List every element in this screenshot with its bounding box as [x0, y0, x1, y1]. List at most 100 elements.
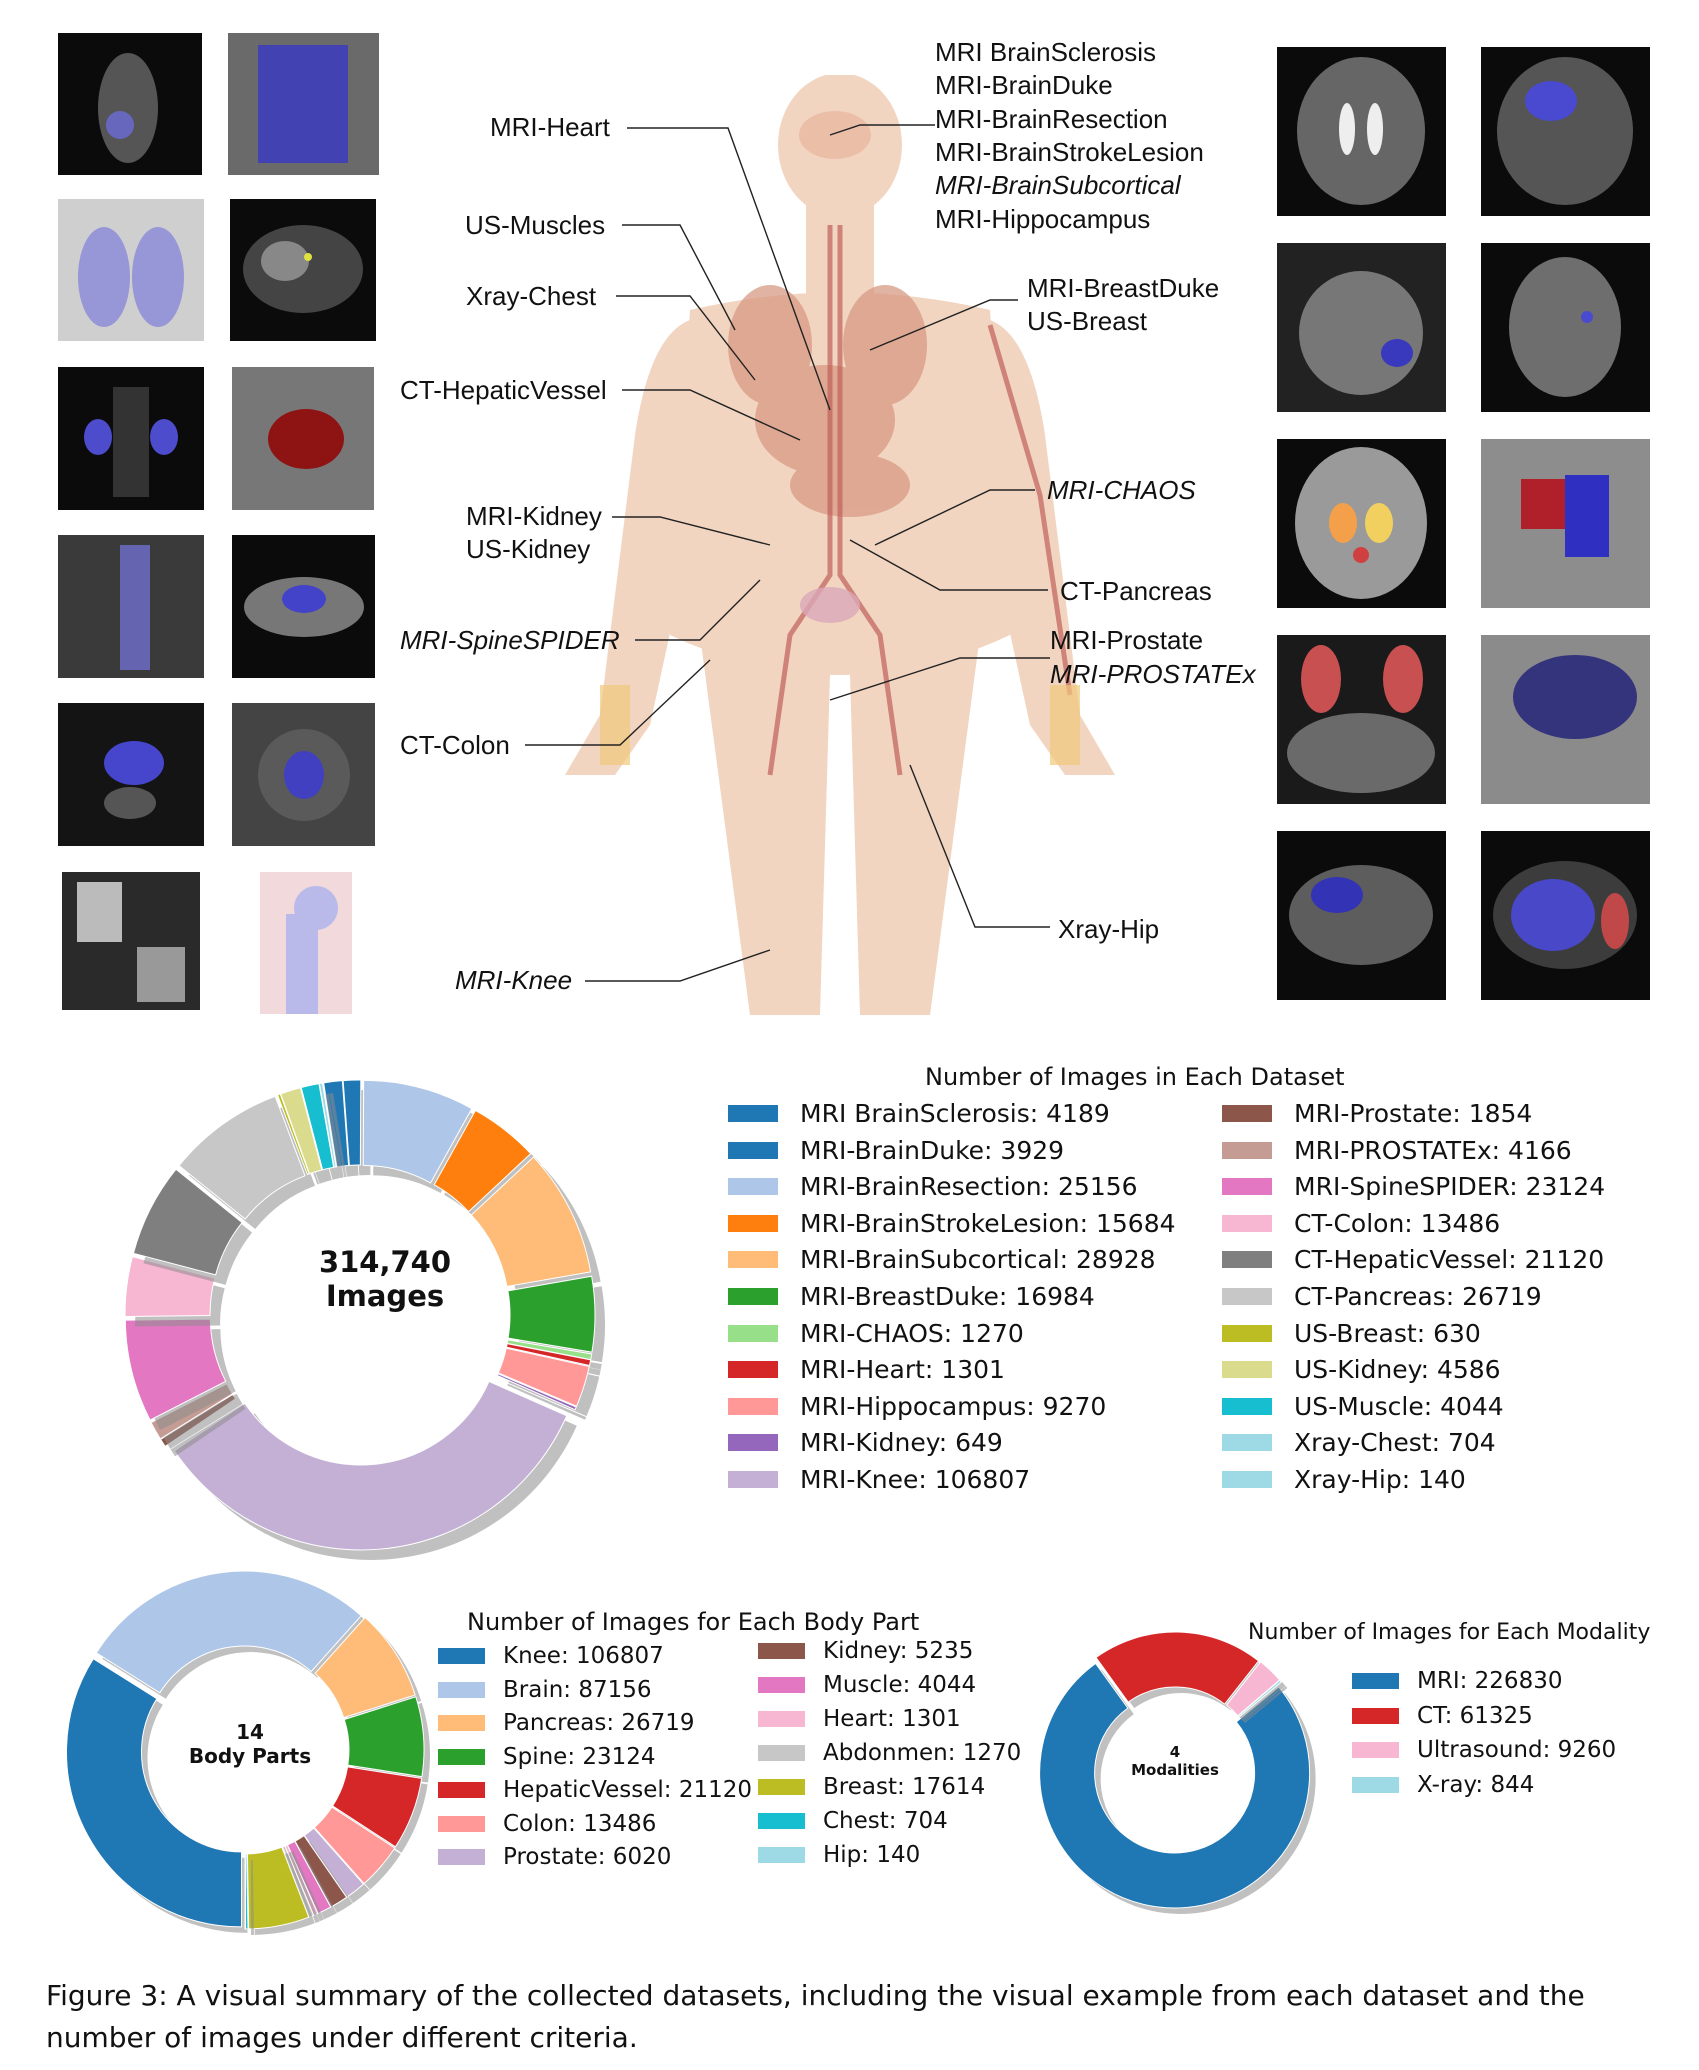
- label-xray-chest: Xray-Chest: [466, 281, 597, 311]
- modality-legend-label: X-ray: 844: [1417, 1771, 1535, 1798]
- dataset-shadow-12: [161, 1393, 243, 1449]
- modality-legend-label: Ultrasound: 9260: [1417, 1737, 1617, 1763]
- dataset-legend-swatch: [1222, 1434, 1272, 1452]
- bodypart-slice-pancreas: [314, 1616, 416, 1719]
- dataset-slice-mri-knee: [173, 1380, 568, 1551]
- dataset-legend-item: US-Muscle: 4044: [1222, 1392, 1504, 1421]
- dataset-legend-label: CT-HepaticVessel: 21120: [1294, 1245, 1605, 1275]
- dataset-legend-label: MRI-BrainResection: 25156: [800, 1172, 1138, 1202]
- thumb-mri-brainduke: [1481, 47, 1650, 216]
- thumb-mri-brainsclerosis: [1277, 47, 1446, 216]
- modality-legend-item: Ultrasound: 9260: [1352, 1737, 1616, 1763]
- thumb-mri-brainresection: [1277, 243, 1446, 412]
- thumb-us-kidney: [232, 367, 374, 510]
- thumb-ct-pancreas: [1277, 831, 1446, 1000]
- dataset-legend-swatch: [728, 1361, 778, 1379]
- bodypart-legend-item: Abdonmen: 1270: [758, 1740, 1021, 1766]
- dataset-legend-item: CT-Colon: 13486: [1222, 1209, 1500, 1238]
- bodypart-legend-item: Breast: 17614: [758, 1774, 985, 1800]
- dataset-legend-swatch: [1222, 1361, 1272, 1379]
- bodypart-legend-label: Pancreas: 26719: [503, 1710, 695, 1736]
- dataset-legend-label: MRI-SpineSPIDER: 23124: [1294, 1172, 1606, 1202]
- dataset-legend-item: Xray-Hip: 140: [1222, 1465, 1466, 1494]
- modality-legend-item: MRI: 226830: [1352, 1668, 1562, 1694]
- dataset-legend-swatch: [1222, 1251, 1272, 1269]
- label-mri-brainsclerosis: MRI BrainSclerosis: [935, 37, 1157, 67]
- bodypart-legend-swatch: [438, 1681, 485, 1698]
- bodypart-slice-knee: [65, 1658, 242, 1928]
- modality-legend-swatch: [1352, 1776, 1399, 1793]
- modality-slice-x-ray: [1237, 1679, 1283, 1718]
- label-us-muscles: US-Muscles: [465, 210, 606, 240]
- dataset-legend-swatch: [728, 1141, 778, 1159]
- dataset-legend-item: MRI-BrainDuke: 3929: [728, 1136, 1064, 1165]
- label-ct-pancreas: CT-Pancreas: [1060, 576, 1212, 606]
- dataset-legend-label: MRI-Heart: 1301: [800, 1355, 1005, 1385]
- bodypart-legend-label: Prostate: 6020: [503, 1844, 672, 1870]
- thumb-mri-prostate: [58, 703, 204, 846]
- dataset-legend-label: MRI-BrainSubcortical: 28928: [800, 1245, 1156, 1275]
- dataset-legend-label: CT-Pancreas: 26719: [1294, 1282, 1542, 1311]
- modality-legend-item: X-ray: 844: [1352, 1772, 1534, 1798]
- dataset-legend-item: US-Kidney: 4586: [1222, 1355, 1501, 1384]
- bodypart-legend-item: Kidney: 5235: [758, 1638, 973, 1664]
- label-mri-brainstrokelesion: MRI-BrainStrokeLesion: [935, 137, 1204, 167]
- dataset-legend-swatch: [1222, 1141, 1272, 1159]
- label-mri-chaos: MRI-CHAOS: [1047, 475, 1196, 505]
- label-mri-heart: MRI-Heart: [490, 112, 610, 142]
- bodypart-legend-swatch: [758, 1813, 805, 1829]
- dataset-slice-mri-breastduke: [507, 1275, 596, 1353]
- dataset-legend-item: MRI-BrainSubcortical: 28928: [728, 1245, 1156, 1274]
- dataset-slice-mri-brainsubcortical: [470, 1156, 592, 1288]
- dataset-legend-label: US-Breast: 630: [1294, 1318, 1481, 1348]
- bodypart-legend-swatch: [438, 1748, 485, 1765]
- dataset-legend-swatch: [1222, 1214, 1272, 1232]
- dataset-legend-label: Xray-Chest: 704: [1294, 1428, 1496, 1458]
- dataset-legend-swatch: [728, 1471, 778, 1488]
- dataset-legend-label: MRI-Kidney: 649: [800, 1428, 1003, 1458]
- datasets-legend-title: Number of Images in Each Dataset: [925, 1063, 1345, 1091]
- label-mri-breastduke: MRI-BreastDuke: [1027, 273, 1220, 303]
- bodypart-slice-spine: [343, 1696, 425, 1778]
- bodypart-legend-item: Brain: 87156: [438, 1677, 652, 1703]
- dataset-legend-label: US-Kidney: 4586: [1294, 1355, 1501, 1385]
- modality-legend-label: CT: 61325: [1417, 1702, 1533, 1729]
- dataset-legend-item: MRI-PROSTATEx: 4166: [1222, 1136, 1572, 1165]
- dataset-shadow-9: [507, 1383, 587, 1420]
- dataset-shadow-20: [329, 1093, 347, 1178]
- callout-lines: [525, 124, 1050, 982]
- bodyparts-total-unit: Body Parts: [188, 1744, 312, 1768]
- bodypart-legend-item: Hip: 140: [758, 1842, 920, 1868]
- bodypart-legend-item: Prostate: 6020: [438, 1844, 671, 1870]
- datasets-donut-chart: [124, 1079, 605, 1560]
- thumb-us-muscles: [228, 33, 379, 175]
- dataset-legend-item: MRI-Hippocampus: 9270: [728, 1392, 1106, 1421]
- thumb-mri-hippocampus: [1481, 439, 1650, 608]
- dataset-legend-swatch: [728, 1397, 778, 1415]
- dataset-legend-item: MRI-Prostate: 1854: [1222, 1099, 1532, 1128]
- bodyparts-donut-chart: [65, 1570, 430, 1935]
- label-ct-hepaticvessel: CT-HepaticVessel: [400, 375, 607, 405]
- thumb-ct-colon: [232, 535, 375, 678]
- modality-shadow-3: [1244, 1686, 1288, 1724]
- thumb-xray-hip: [260, 872, 352, 1014]
- dataset-shadow-21: [332, 1092, 347, 1177]
- bodypart-slice-brain: [95, 1570, 362, 1694]
- dataset-legend-swatch: [728, 1434, 778, 1452]
- bodypart-legend-swatch: [438, 1782, 485, 1798]
- datasets-center-label: 314,740 Images: [265, 1245, 505, 1313]
- dataset-legend-label: MRI-Prostate: 1854: [1294, 1099, 1533, 1128]
- dataset-legend-item: CT-HepaticVessel: 21120: [1222, 1245, 1604, 1274]
- dataset-legend-swatch: [728, 1105, 778, 1122]
- thumb-mri-knee: [62, 872, 200, 1010]
- bodypart-legend-item: Heart: 1301: [758, 1706, 961, 1732]
- thumb-ct-hepaticvessel: [230, 199, 376, 341]
- label-us-breast: US-Breast: [1027, 306, 1147, 336]
- dataset-slice-mri-kidney: [496, 1373, 577, 1411]
- bodypart-legend-label: Muscle: 4044: [823, 1672, 977, 1698]
- bodypart-legend-label: Kidney: 5235: [823, 1638, 974, 1664]
- dataset-legend-swatch: [1222, 1178, 1272, 1196]
- dataset-legend-label: MRI-Knee: 106807: [800, 1465, 1031, 1494]
- dataset-legend-swatch: [1222, 1471, 1272, 1488]
- dataset-slice-mri-spinespider: [124, 1318, 227, 1421]
